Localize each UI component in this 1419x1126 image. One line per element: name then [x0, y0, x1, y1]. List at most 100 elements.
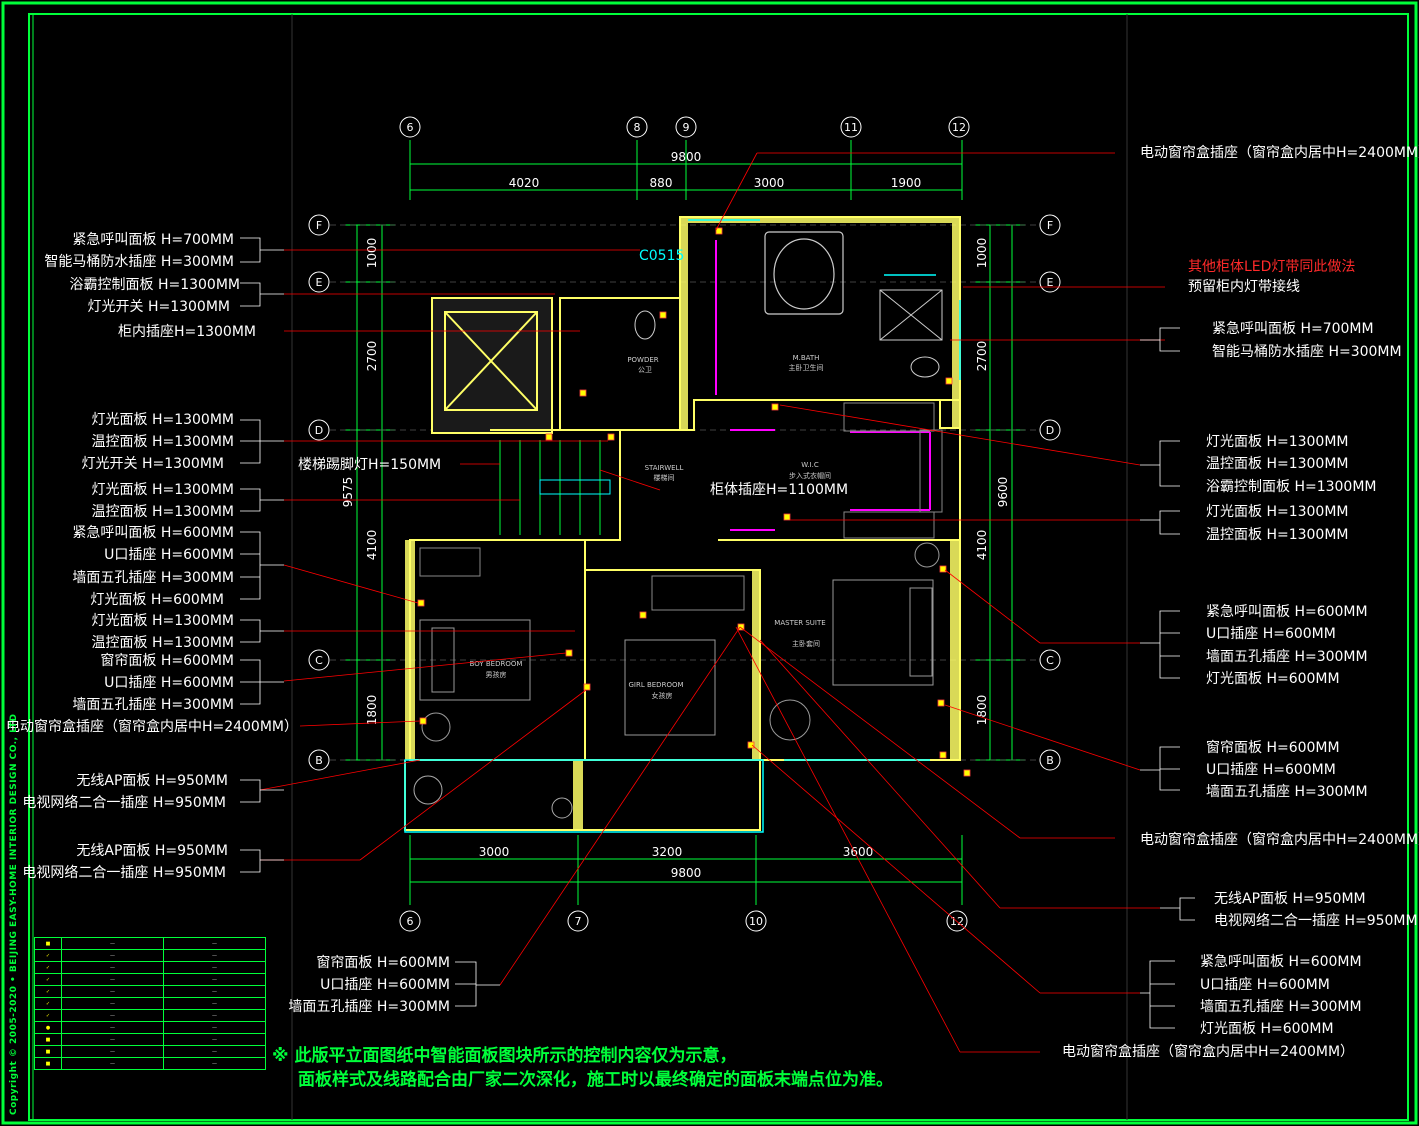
grid-label-right-E: E [1047, 276, 1054, 289]
leader-lines [259, 152, 1165, 1053]
legend-row: ✓ [34, 973, 62, 986]
left-label-light-switch-2: 灯光开关 H=1300MM [82, 456, 225, 472]
legend-row: ✓ [34, 961, 62, 974]
label-brackets [240, 237, 1195, 1029]
legend-row: ■ [34, 937, 62, 950]
right-label-wifi-ap: 无线AP面板 H=950MM [1214, 891, 1366, 907]
grid-label-bottom-6: 6 [407, 915, 414, 928]
grid-bubble-top-12 [948, 116, 970, 138]
legend-row: — [61, 1045, 164, 1058]
dim-top-1: 4020 [509, 176, 540, 190]
dim-left-4: 1800 [365, 695, 379, 726]
dim-right-3: 4100 [975, 530, 989, 561]
dim-bottom-2: 3200 [652, 845, 683, 859]
grid-label-right-D: D [1046, 424, 1054, 437]
grid-label-right-C: C [1046, 654, 1054, 667]
room-master-en: MASTER SUITE [774, 619, 825, 627]
left-label-cabinet-socket: 柜内插座H=1300MM [118, 324, 256, 340]
room-mbath-en: M.BATH [793, 354, 820, 362]
dim-top-total: 9800 [671, 150, 702, 164]
room-wic-cn: 步入式衣帽间 [789, 471, 831, 480]
wardrobe-hatch [419, 402, 943, 611]
legend-row: ■ [34, 1057, 62, 1070]
room-wic-en: W.I.C [801, 461, 819, 469]
left-label-wifi-ap-1: 无线AP面板 H=950MM [76, 773, 228, 789]
note-line-2: 面板样式及线路配合由厂家二次深化，施工时以最终确定的面板末端点位为准。 [298, 1070, 893, 1090]
left-label-thermo-panel-2: 温控面板 H=1300MM [92, 504, 235, 520]
legend-row: ✓ [34, 997, 62, 1010]
grid-bubble-top-8 [626, 116, 648, 138]
center-label-stair-light: 楼梯踢脚灯H=150MM [298, 457, 441, 473]
right-label-usb-socket-2: U口插座 H=600MM [1206, 762, 1336, 778]
left-label-usb-socket-2: U口插座 H=600MM [104, 675, 234, 691]
right-label-toilet-socket: 智能马桶防水插座 H=300MM [1212, 344, 1402, 360]
bottom-label-usb-socket: U口插座 H=600MM [320, 977, 450, 993]
legend-row: ● [34, 1021, 62, 1034]
grid-label-top-9: 9 [683, 121, 690, 134]
legend-row: — [163, 949, 266, 962]
grid-bubble-top-6 [399, 116, 421, 138]
dim-top-3: 3000 [754, 176, 785, 190]
left-label-light-switch: 灯光开关 H=1300MM [88, 299, 231, 315]
toilets [634, 310, 940, 378]
dim-right-4: 1800 [975, 695, 989, 726]
grid-bubble-left-D [308, 419, 330, 441]
grid-label-top-12: 12 [952, 121, 966, 134]
dim-bottom-3: 3600 [843, 845, 874, 859]
left-label-tv-net-2: 电视网络二合一插座 H=950MM [22, 865, 226, 881]
bottom-label-wall-socket: 墙面五孔插座 H=300MM [288, 999, 450, 1015]
legend-row: — [61, 1057, 164, 1070]
legend-row: — [163, 1057, 266, 1070]
dim-right-1: 1000 [975, 238, 989, 269]
dimensions-top [409, 140, 963, 200]
right-label-emergency-700: 紧急呼叫面板 H=700MM [1212, 321, 1374, 337]
cabinet-led-strips [715, 240, 931, 531]
left-label-curtain-panel: 窗帘面板 H=600MM [100, 652, 234, 669]
bottom-label-curtain-panel: 窗帘面板 H=600MM [316, 954, 450, 971]
right-label-curtain-panel: 窗帘面板 H=600MM [1206, 739, 1340, 756]
dim-left-2: 2700 [365, 341, 379, 372]
left-label-wifi-ap-2: 无线AP面板 H=950MM [76, 843, 228, 859]
legend-row: — [61, 949, 164, 962]
legend-row: — [163, 1021, 266, 1034]
beds [419, 542, 940, 742]
grid-label-bottom-10: 10 [749, 915, 763, 928]
right-label-bottom-curtain-box: 电动窗帘盒插座（窗帘盒内居中H=2400MM） [1062, 1043, 1354, 1060]
dim-top-2: 880 [650, 176, 673, 190]
grid-label-right-B: B [1046, 754, 1054, 767]
legend-row: — [163, 985, 266, 998]
left-label-thermo-panel-1: 温控面板 H=1300MM [92, 434, 235, 450]
grid-label-left-B: B [315, 754, 323, 767]
legend-row: — [163, 937, 266, 950]
legend-row: — [61, 997, 164, 1010]
legend-row: — [163, 1045, 266, 1058]
bathtub [764, 231, 844, 315]
legend-row: ✓ [34, 949, 62, 962]
plants [413, 775, 573, 819]
right-label-emergency-600-2: 紧急呼叫面板 H=600MM [1200, 954, 1362, 970]
right-label-wall-socket: 墙面五孔插座 H=300MM [1206, 649, 1368, 665]
grid-label-left-F: F [316, 219, 322, 232]
grid-bubble-bottom-12 [946, 910, 968, 932]
grid-label-top-8: 8 [634, 121, 641, 134]
room-boy-en: BOY BEDROOM [470, 660, 523, 668]
right-label-light-600-2: 灯光面板 H=600MM [1200, 1021, 1334, 1037]
right-label-usb-socket: U口插座 H=600MM [1206, 626, 1336, 642]
grid-bubble-left-C [308, 649, 330, 671]
right-label-light-panel-2: 灯光面板 H=1300MM [1206, 504, 1349, 520]
left-label-emergency-call: 紧急呼叫面板 H=700MM [72, 232, 234, 248]
dim-top-4: 1900 [891, 176, 922, 190]
grid-bubble-right-E [1039, 271, 1061, 293]
legend-row: — [61, 937, 164, 950]
left-label-wall-socket-2: 墙面五孔插座 H=300MM [72, 697, 234, 713]
right-label-top-curtain-box: 电动窗帘盒插座（窗帘盒内居中H=2400MM） [1140, 144, 1419, 161]
shower [879, 289, 943, 341]
grid-bubble-right-D [1039, 419, 1061, 441]
inner-frame [28, 13, 1409, 1121]
room-powder-en: POWDER [627, 356, 658, 364]
grid-bubble-bottom-10 [745, 910, 767, 932]
right-label-bath-heater: 浴霸控制面板 H=1300MM [1206, 479, 1377, 495]
window-tag: C0515 [639, 248, 684, 264]
